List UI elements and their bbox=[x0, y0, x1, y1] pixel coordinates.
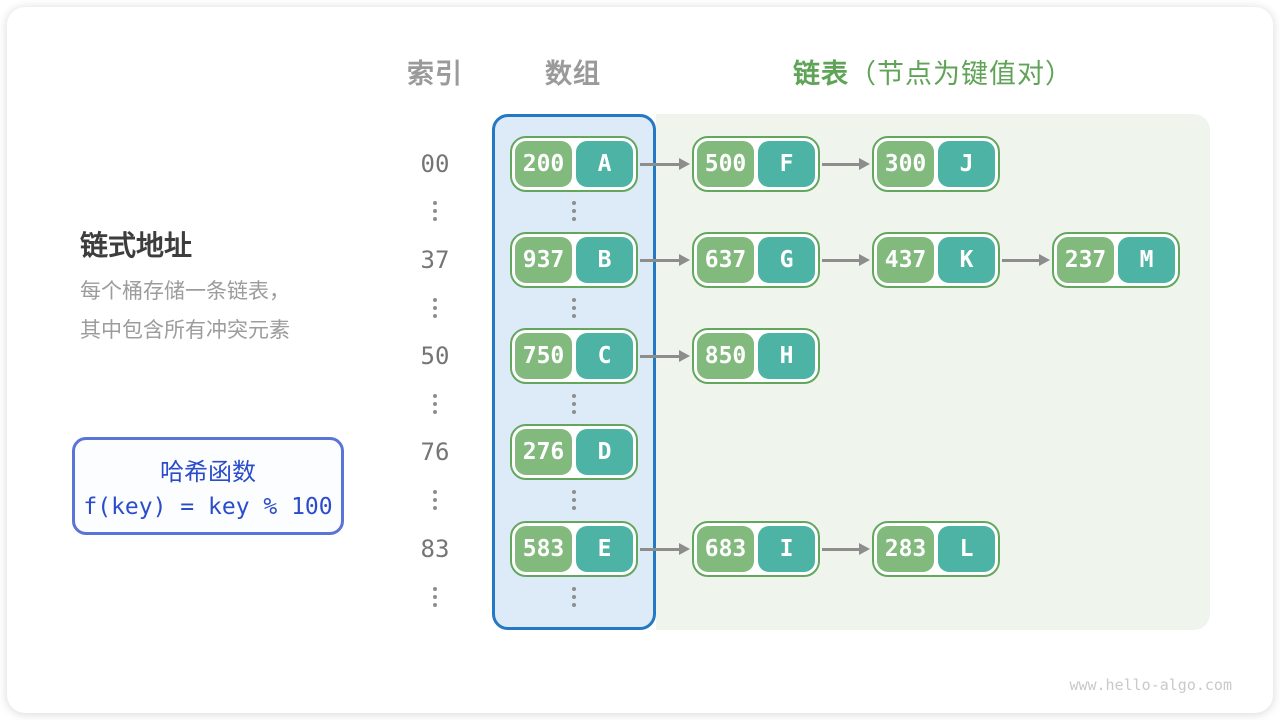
arrow-shaft bbox=[822, 162, 859, 166]
next-pointer-arrow bbox=[640, 542, 690, 556]
node-key: 637 bbox=[697, 237, 754, 283]
next-pointer-arrow bbox=[822, 542, 870, 556]
node-key: 750 bbox=[515, 333, 572, 379]
node-value: C bbox=[576, 333, 633, 379]
array-column-header: 数组 bbox=[545, 59, 601, 89]
node-key: 283 bbox=[877, 526, 934, 572]
index-label: 50 bbox=[420, 342, 450, 370]
arrow-shaft bbox=[640, 547, 679, 551]
ellipsis-dots bbox=[433, 298, 437, 318]
ellipsis-dots bbox=[572, 298, 576, 318]
arrow-head-icon bbox=[679, 543, 690, 555]
arrow-head-icon bbox=[859, 543, 870, 555]
hash-function-box: 哈希函数 f(key) = key % 100 bbox=[72, 437, 344, 535]
node-value: I bbox=[758, 526, 815, 572]
concept-description-line2: 其中包含所有冲突元素 bbox=[80, 319, 290, 342]
hash-function-formula: f(key) = key % 100 bbox=[83, 494, 333, 520]
node-value: B bbox=[576, 237, 633, 283]
node-key: 937 bbox=[515, 237, 572, 283]
arrow-head-icon bbox=[679, 254, 690, 266]
node-key: 500 bbox=[697, 141, 754, 187]
node-value: G bbox=[758, 237, 815, 283]
node-key: 850 bbox=[697, 333, 754, 379]
linked-list-header-note: （节点为键值对） bbox=[849, 59, 1073, 89]
ellipsis-dots bbox=[572, 201, 576, 221]
ellipsis-dots bbox=[572, 490, 576, 510]
concept-description: 每个桶存储一条链表， 其中包含所有冲突元素 bbox=[80, 272, 290, 350]
ellipsis-dots bbox=[433, 490, 437, 510]
concept-description-line1: 每个桶存储一条链表， bbox=[80, 280, 290, 303]
concept-title: 链式地址 bbox=[80, 230, 193, 261]
arrow-head-icon bbox=[1039, 254, 1050, 266]
ellipsis-dots bbox=[433, 394, 437, 414]
node-key: 200 bbox=[515, 141, 572, 187]
ellipsis-dots bbox=[433, 201, 437, 221]
linked-list-header-label: 链表 bbox=[793, 59, 849, 89]
node-value: M bbox=[1118, 237, 1175, 283]
ellipsis-dots bbox=[433, 587, 437, 607]
next-pointer-arrow bbox=[822, 157, 870, 171]
node-value: L bbox=[938, 526, 995, 572]
index-label: 37 bbox=[420, 246, 450, 274]
node-key: 437 bbox=[877, 237, 934, 283]
next-pointer-arrow bbox=[1002, 253, 1050, 267]
arrow-shaft bbox=[640, 162, 679, 166]
node-key: 300 bbox=[877, 141, 934, 187]
next-pointer-arrow bbox=[640, 253, 690, 267]
arrow-shaft bbox=[822, 547, 859, 551]
arrow-head-icon bbox=[679, 158, 690, 170]
ellipsis-dots bbox=[572, 394, 576, 414]
node-value: K bbox=[938, 237, 995, 283]
arrow-head-icon bbox=[679, 350, 690, 362]
arrow-shaft bbox=[640, 354, 679, 358]
hash-function-title: 哈希函数 bbox=[160, 459, 256, 486]
arrow-shaft bbox=[1002, 258, 1039, 262]
arrow-head-icon bbox=[859, 158, 870, 170]
arrow-shaft bbox=[822, 258, 859, 262]
next-pointer-arrow bbox=[640, 157, 690, 171]
index-label: 00 bbox=[420, 150, 450, 178]
node-value: F bbox=[758, 141, 815, 187]
next-pointer-arrow bbox=[822, 253, 870, 267]
node-value: J bbox=[938, 141, 995, 187]
linked-list-column-header: 链表 （节点为键值对） bbox=[793, 52, 1073, 91]
ellipsis-dots bbox=[572, 587, 576, 607]
node-key: 683 bbox=[697, 526, 754, 572]
index-column-header: 索引 bbox=[407, 59, 463, 89]
node-value: H bbox=[758, 333, 815, 379]
index-label: 76 bbox=[420, 438, 450, 466]
site-watermark: www.hello-algo.com bbox=[1069, 676, 1232, 694]
arrow-shaft bbox=[640, 258, 679, 262]
node-value: E bbox=[576, 526, 633, 572]
node-value: D bbox=[576, 429, 633, 475]
arrow-head-icon bbox=[859, 254, 870, 266]
index-label: 83 bbox=[420, 535, 450, 563]
node-key: 583 bbox=[515, 526, 572, 572]
node-value: A bbox=[576, 141, 633, 187]
node-key: 237 bbox=[1057, 237, 1114, 283]
next-pointer-arrow bbox=[640, 349, 690, 363]
node-key: 276 bbox=[515, 429, 572, 475]
